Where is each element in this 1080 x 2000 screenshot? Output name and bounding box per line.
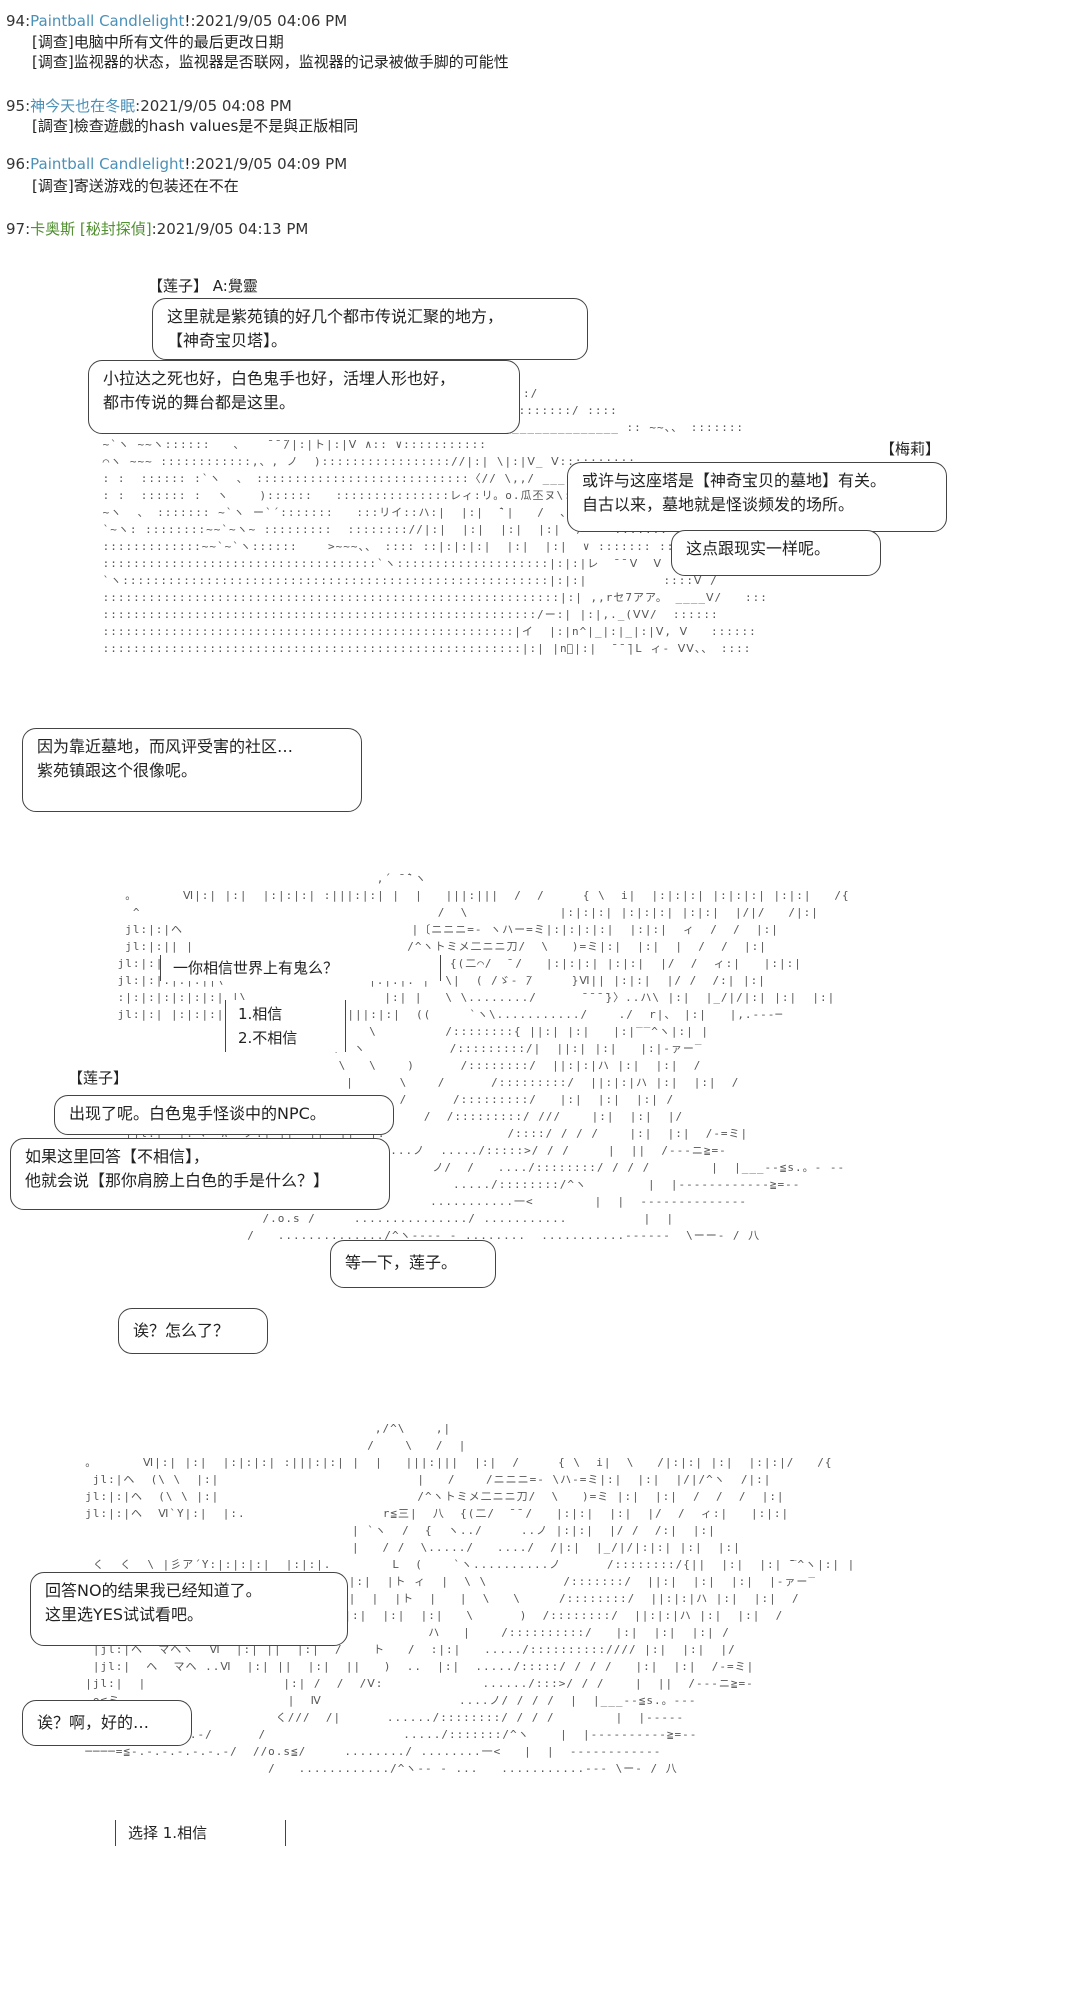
speech-bubble: 等一下，莲子。 bbox=[330, 1240, 496, 1288]
speech-bubble: 这点跟现实一样呢。 bbox=[671, 530, 881, 576]
speech-bubble: 如果这里回答【不相信】， 他就会说【那你肩膀上白色的手是什么？】 bbox=[10, 1138, 390, 1210]
choice-believe[interactable]: 1.相信 bbox=[238, 1005, 283, 1023]
speaker-label: 【莲子】 A:覺靈 bbox=[148, 277, 258, 295]
post-body: [调查]电脑中所有文件的最后更改日期 [调查]监视器的状态，监视器是否联网，监视… bbox=[32, 33, 509, 71]
poster-name-link[interactable]: 卡奥斯 [秘封探偵] bbox=[30, 220, 152, 238]
speech-bubble: 诶？啊，好的… bbox=[22, 1700, 192, 1746]
poster-name-link[interactable]: Paintball Candlelight bbox=[30, 12, 185, 30]
post-header: 95:神今天也在冬眠:2021/9/05 04:08 PM bbox=[6, 97, 292, 115]
poster-name-link[interactable]: Paintball Candlelight bbox=[30, 155, 185, 173]
post-body: [调查]寄送游戏的包装还在不在 bbox=[32, 177, 239, 195]
speech-bubble: 诶？怎么了？ bbox=[118, 1308, 268, 1354]
post-body: [調查]檢查遊戲的hash values是不是與正版相同 bbox=[32, 117, 359, 135]
speech-bubble: 或许与这座塔是【神奇宝贝的墓地】有关。 自古以来，墓地就是怪谈频发的场所。 bbox=[567, 462, 947, 532]
poster-name-link[interactable]: 神今天也在冬眠 bbox=[30, 97, 136, 115]
post-header: 96:Paintball Candlelight!:2021/9/05 04:0… bbox=[6, 155, 348, 173]
dialog-question: 一你相信世界上有鬼么？ bbox=[160, 955, 441, 981]
speech-bubble: 因为靠近墓地，而风评受害的社区… 紫苑镇跟这个很像呢。 bbox=[22, 728, 362, 812]
post-header: 94:Paintball Candlelight!:2021/9/05 04:0… bbox=[6, 12, 348, 30]
speaker-label: 【梅莉】 bbox=[880, 440, 941, 458]
speaker-label: 【莲子】 bbox=[68, 1069, 129, 1087]
choice-select[interactable]: 选择 1.相信 bbox=[115, 1820, 286, 1846]
speech-bubble: 这里就是紫苑镇的好几个都市传说汇聚的地方， 【神奇宝贝塔】。 bbox=[152, 298, 588, 360]
post-header: 97:卡奥斯 [秘封探偵]:2021/9/05 04:13 PM bbox=[6, 220, 309, 238]
choice-menu: 1.相信 2.不相信 bbox=[225, 1000, 346, 1052]
choice-not-believe[interactable]: 2.不相信 bbox=[238, 1029, 298, 1047]
speech-bubble: 回答NO的结果我已经知道了。 这里选YES试试看吧。 bbox=[30, 1572, 348, 1646]
speech-bubble: 小拉达之死也好，白色鬼手也好，活埋人形也好， 都市传说的舞台都是这里。 bbox=[88, 360, 520, 434]
speech-bubble: 出现了呢。白色鬼手怪谈中的NPC。 bbox=[54, 1095, 394, 1135]
ascii-art-tower: ,´ ̄ ̄ ̄ ̄`ヽ ::::::::::::/ ノ :::::::::::… bbox=[102, 387, 768, 655]
